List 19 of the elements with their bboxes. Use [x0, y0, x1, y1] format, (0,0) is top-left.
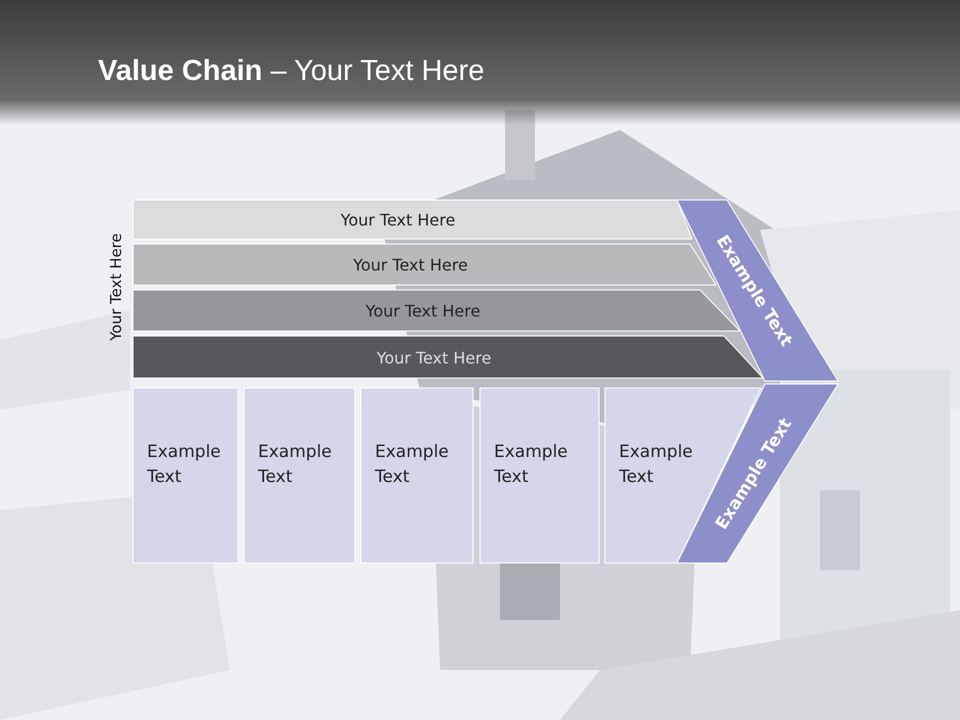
node-label: Example Text	[375, 441, 450, 489]
node-label: Example Text	[619, 441, 694, 489]
layer-bar	[133, 244, 718, 286]
activity-panel	[244, 388, 356, 564]
activity-panel	[361, 388, 474, 564]
axis-label: Your Text Here	[107, 233, 125, 341]
layer-bar	[133, 200, 693, 240]
node-label: Example Text	[494, 441, 569, 489]
layer-bar	[133, 336, 765, 379]
node-label: Example Text	[147, 441, 222, 489]
slide-title: Value Chain – Your Text Here	[98, 55, 484, 88]
node-label: Your Text Here	[352, 256, 469, 274]
chevron-segment	[677, 200, 839, 382]
node-label: Example Text	[258, 441, 333, 489]
node-label: Your Text Here	[364, 302, 482, 320]
node-label: Your Text Here	[376, 348, 492, 367]
activity-panel	[480, 388, 600, 564]
node-label: Your Text Here	[340, 210, 456, 230]
activity-panel	[133, 388, 239, 564]
